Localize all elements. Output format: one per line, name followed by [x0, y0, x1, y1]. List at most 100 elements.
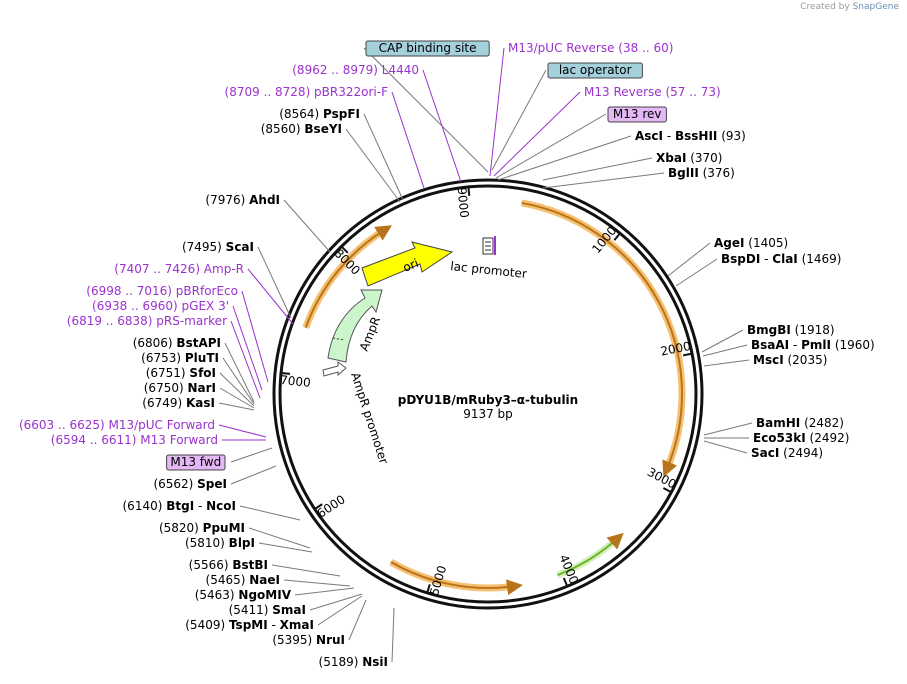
svg-text:M13/pUC Reverse (38 .. 60): M13/pUC Reverse (38 .. 60): [508, 41, 673, 55]
leader-line: [309, 593, 363, 611]
map-label-m13-rev: M13 rev: [607, 106, 667, 123]
backbone-inner: [278, 184, 698, 604]
leader-line: [218, 424, 267, 438]
tick-mark: [426, 584, 431, 594]
map-label-bmgbi: BmgBI (1918): [747, 323, 835, 337]
leader-line: [257, 246, 292, 319]
map-label-bsaai: BsaAI - PmlI (1960): [751, 338, 875, 352]
map-label-eco53ki: Eco53kI (2492): [753, 431, 849, 445]
plasmid-size: 9137 bp: [463, 407, 513, 421]
svg-text:(6938 .. 6960) pGEX 3': (6938 .. 6960) pGEX 3': [92, 299, 229, 313]
svg-text:(6819 .. 6838) pRS-marker: (6819 .. 6838) pRS-marker: [67, 314, 227, 328]
snapgene-watermark: Created by SnapGene: [800, 2, 899, 12]
leader-line: [239, 505, 301, 521]
tick-mark: [467, 186, 471, 196]
map-label-smai: (5411) SmaI: [229, 603, 306, 617]
map-label-ngomiv: (5463) NgoMIV: [195, 588, 292, 602]
svg-text:(6562) SpeI: (6562) SpeI: [153, 477, 227, 491]
svg-text:(6806) BstAPI: (6806) BstAPI: [133, 336, 221, 350]
svg-text:(8709 .. 8728) pBR322ori-F: (8709 .. 8728) pBR322ori-F: [225, 85, 389, 99]
map-label-tspmi: (5409) TspMI - XmaI: [185, 618, 314, 632]
ampr-promoter-label: AmpR promoter: [348, 371, 391, 466]
leader-line: [230, 465, 277, 485]
map-label-cap-binding-site: CAP binding site: [365, 40, 490, 57]
map-label-pspfi: (8564) PspFI: [279, 107, 360, 121]
svg-text:(5395) NruI: (5395) NruI: [272, 633, 345, 647]
leader-line: [701, 329, 744, 353]
map-label-agei: AgeI (1405): [714, 236, 788, 250]
leader-line: [363, 113, 404, 201]
leader-line: [224, 342, 255, 403]
map-label-naei: (5465) NaeI: [206, 573, 280, 587]
tick-mark: [662, 487, 672, 494]
svg-text:M13 fwd: M13 fwd: [170, 455, 221, 469]
leader-line: [363, 47, 489, 173]
insert-arc: [521, 201, 683, 478]
tick-mark: [340, 245, 349, 254]
svg-text:(5465) NaeI: (5465) NaeI: [206, 573, 280, 587]
leader-line: [219, 387, 255, 409]
leader-line: [230, 320, 261, 399]
map-label-pgex-3-: (6938 .. 6960) pGEX 3': [92, 299, 229, 313]
svg-text:(5411) SmaI: (5411) SmaI: [229, 603, 306, 617]
map-label-lac-operator: lac operator: [547, 62, 643, 79]
tick-mark: [562, 577, 569, 587]
ampr-label: AmpR: [357, 315, 383, 353]
map-label-sfoi: (6751) SfoI: [146, 366, 216, 380]
lac-promoter-label: lac promoter: [450, 259, 528, 281]
map-label-nsii: (5189) NsiI: [319, 655, 388, 669]
svg-text:M13 rev: M13 rev: [613, 107, 662, 121]
svg-text:(5810) BlpI: (5810) BlpI: [185, 536, 255, 550]
map-label-nari: (6750) NarI: [144, 381, 216, 395]
plasmid-name: pDYU1B/mRuby3–α-tubulin: [398, 393, 578, 407]
leader-line: [222, 357, 255, 405]
leader-line: [317, 595, 363, 626]
leader-line: [391, 607, 395, 663]
leader-line: [294, 587, 355, 596]
svg-text:BspDI - ClaI (1469): BspDI - ClaI (1469): [721, 252, 841, 266]
tick-mark: [683, 352, 693, 357]
svg-text:(6749) KasI: (6749) KasI: [142, 396, 215, 410]
leader-line: [542, 157, 653, 181]
ampr-feature: AmpR: [327, 289, 383, 363]
tick-label: 7000: [280, 373, 312, 390]
svg-text:MscI (2035): MscI (2035): [753, 353, 827, 367]
map-label-m13-puc-reverse: M13/pUC Reverse (38 .. 60): [508, 41, 673, 55]
leader-line: [675, 258, 718, 287]
leader-line: [345, 128, 401, 203]
svg-text:(8962 .. 8979) L4440: (8962 .. 8979) L4440: [292, 63, 419, 77]
leader-line: [283, 199, 331, 253]
left-arc: [304, 225, 392, 328]
tick-mark: [314, 503, 323, 510]
map-label-bstbi: (5566) BstBI: [189, 558, 268, 572]
map-label-ahdi: (7976) AhdI: [205, 193, 280, 207]
svg-text:(5566) BstBI: (5566) BstBI: [189, 558, 268, 572]
map-label-xbai: XbaI (370): [656, 151, 723, 165]
svg-text:M13 Reverse (57 .. 73): M13 Reverse (57 .. 73): [584, 85, 721, 99]
svg-text:(7976) AhdI: (7976) AhdI: [205, 193, 280, 207]
leader-line: [702, 344, 748, 357]
map-label-bspdi: BspDI - ClaI (1469): [721, 252, 841, 266]
map-label-m13-puc-forward: (6603 .. 6625) M13/pUC Forward: [19, 418, 215, 432]
svg-text:(5189) NsiI: (5189) NsiI: [319, 655, 388, 669]
map-label-scai: (7495) ScaI: [182, 240, 254, 254]
map-label-bseyi: (8560) BseYI: [261, 122, 342, 136]
ampr-promoter-feature: AmpR promoter: [322, 361, 391, 466]
tick-label: 9000: [455, 187, 472, 219]
map-label-btgi: (6140) BtgI - NcoI: [123, 499, 237, 513]
map-label-amp-r: (7407 .. 7426) Amp-R: [114, 262, 244, 276]
svg-text:XbaI (370): XbaI (370): [656, 151, 723, 165]
leader-line: [391, 91, 425, 189]
svg-text:Eco53kI (2492): Eco53kI (2492): [753, 431, 849, 445]
map-label-pbr322ori-f: (8709 .. 8728) pBR322ori-F: [225, 85, 389, 99]
svg-text:(5820) PpuMI: (5820) PpuMI: [159, 521, 245, 535]
leader-line: [703, 422, 753, 436]
backbone-outer: [272, 178, 704, 610]
leader-line: [491, 69, 547, 171]
svg-text:(6750) NarI: (6750) NarI: [144, 381, 216, 395]
leader-line: [703, 359, 750, 367]
map-label-bglii: BglII (376): [668, 166, 735, 180]
leader-line: [271, 564, 341, 577]
leader-line: [495, 113, 607, 179]
